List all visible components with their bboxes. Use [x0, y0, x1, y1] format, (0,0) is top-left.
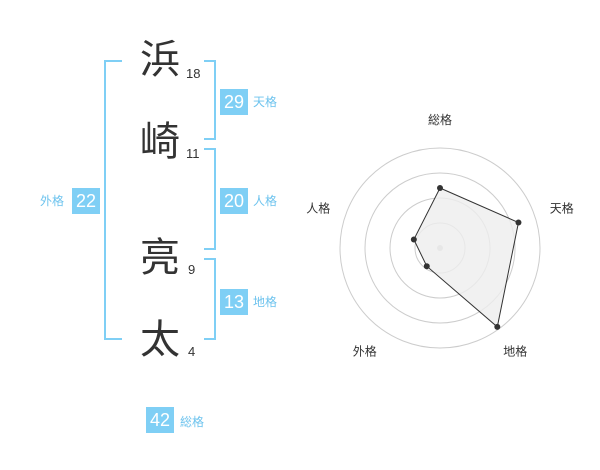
name-char-4: 太 [140, 317, 180, 363]
radar-axis-label-1: 総格 [428, 112, 452, 127]
radar-axis-label-2: 天格 [550, 200, 574, 215]
chikaku-bracket [204, 258, 216, 340]
soukaku-label: 総格 [180, 415, 205, 429]
stroke-count-4: 4 [188, 344, 196, 359]
tenkaku-bracket [204, 60, 216, 140]
jinkaku-label: 人格 [253, 194, 278, 208]
radar-ring [339, 147, 541, 349]
name-char-1: 浜 [140, 37, 180, 83]
name-char-3: 亮 [140, 235, 180, 281]
radar-polygon-group [410, 185, 522, 330]
stroke-count-3: 9 [188, 262, 196, 277]
gaikaku-badge: 22 [72, 188, 100, 214]
tenkaku-badge: 29 [220, 89, 248, 115]
radar-axis-label-3: 地格 [503, 344, 527, 359]
radar-point-3 [494, 323, 501, 330]
radar-point-1 [437, 185, 443, 191]
radar-point-5 [410, 236, 417, 243]
jinkaku-bracket [204, 148, 216, 250]
stroke-count-2: 11 [186, 146, 200, 161]
soukaku-badge: 42 [146, 407, 174, 433]
stroke-count-1: 18 [186, 66, 201, 81]
radar-point-2 [515, 219, 522, 226]
gaikaku-bracket [104, 60, 122, 340]
chikaku-badge: 13 [220, 289, 248, 315]
radar-axis-label-4: 外格 [353, 344, 377, 359]
jinkaku-badge: 20 [220, 188, 248, 214]
radar-point-4 [423, 263, 430, 270]
tenkaku-label: 天格 [253, 95, 278, 109]
gaikaku-label: 外格 [40, 194, 65, 208]
name-char-2: 崎 [140, 119, 180, 165]
radar-ring [364, 172, 516, 324]
chikaku-label: 地格 [253, 295, 278, 309]
radar-series-polygon [413, 187, 520, 328]
radar-axis-label-5: 人格 [306, 200, 330, 215]
